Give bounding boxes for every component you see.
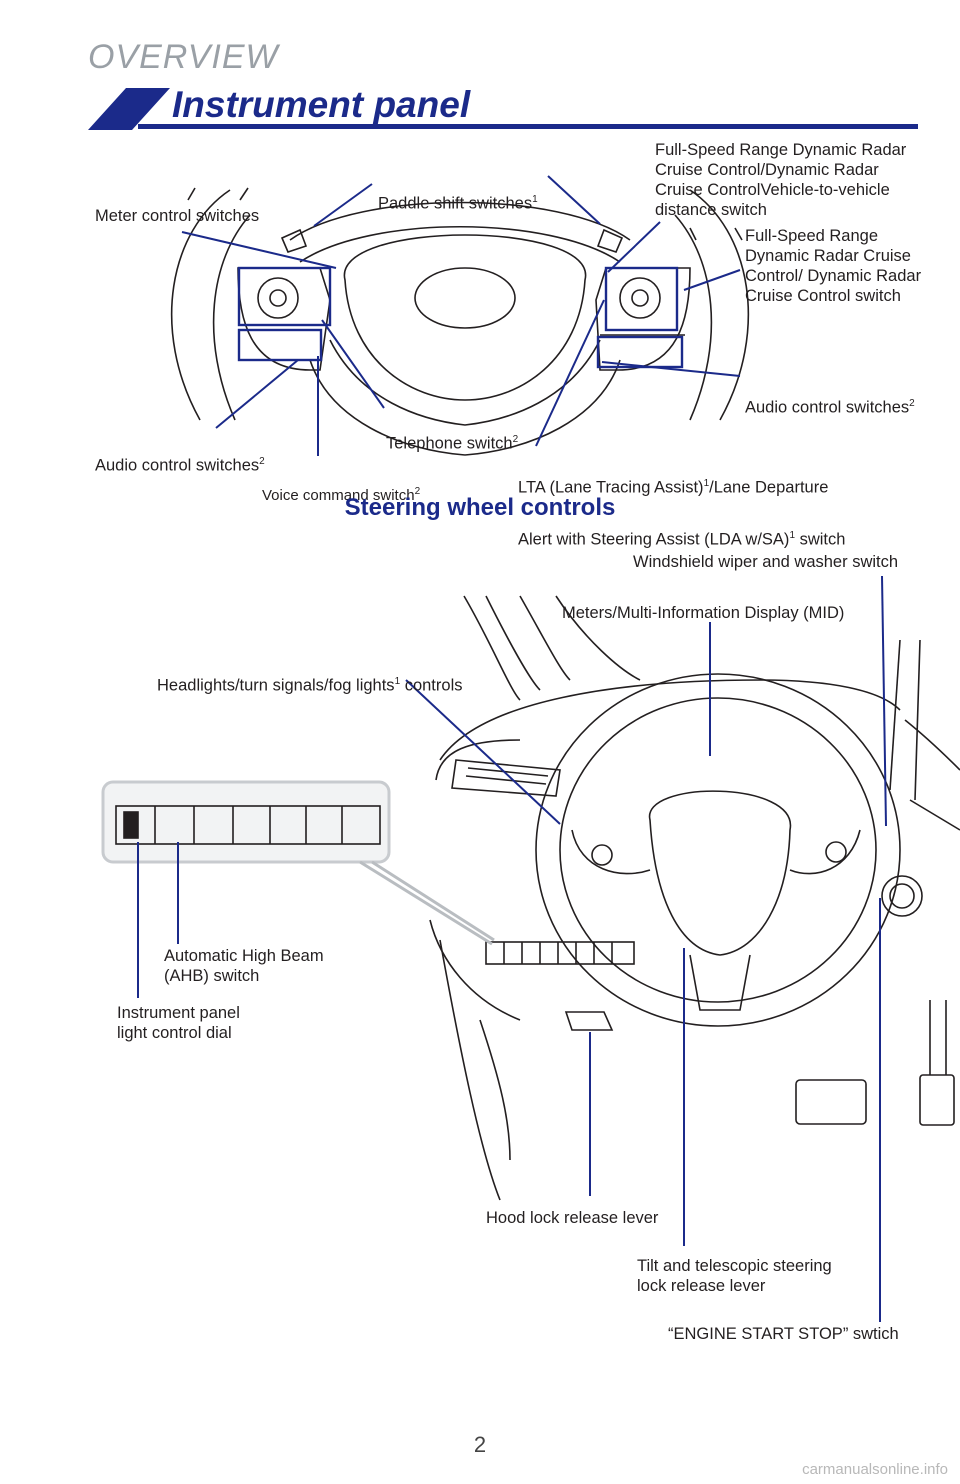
- page-number: 2: [473, 1432, 487, 1457]
- headlights-footnote: 1: [394, 676, 401, 687]
- title-banner: [88, 88, 918, 130]
- audio-right-footnote: 2: [909, 398, 915, 409]
- lta-label: LTA (Lane Tracing Assist)1/Lane Departur…: [518, 448, 845, 551]
- headlights-label: Headlights/turn signals/fog lights1 cont…: [157, 652, 462, 696]
- paddle-footnote: 1: [532, 194, 538, 205]
- radar-distance-label: Full-Speed Range Dynamic Radar Cruise Co…: [655, 141, 907, 219]
- lta-text-a: LTA (Lane Tracing Assist): [518, 478, 704, 497]
- telephone-label: Telephone switch2: [386, 410, 518, 454]
- lta-footnote-b: 1: [789, 529, 795, 541]
- voice-command-footnote: 2: [414, 486, 421, 497]
- headlights-text-b: controls: [400, 676, 463, 695]
- meter-control-label: Meter control switches: [95, 207, 260, 225]
- audio-left-footnote: 2: [259, 456, 265, 467]
- radar-cruise-label: Full-Speed Range Dynamic Radar Cruise Co…: [745, 227, 922, 305]
- audio-right-text: Audio control switches: [745, 398, 910, 417]
- telephone-footnote: 2: [512, 434, 519, 445]
- audio-left-text: Audio control switches: [95, 456, 260, 475]
- wiper-switch-label: Windshield wiper and washer switch: [633, 553, 899, 571]
- lta-text-c: Alert with Steering Assist (LDA w/SA): [518, 530, 790, 548]
- lta-footnote-a: 1: [703, 478, 710, 489]
- lta-text-b: /Lane Departure: [709, 478, 829, 497]
- voice-command-text: Voice command switch: [262, 487, 415, 504]
- paddle-shift-text: Paddle shift switches: [378, 194, 533, 213]
- meters-mid-label: Meters/Multi-Information Display (MID): [562, 604, 845, 622]
- voice-command-label: Voice command switch2: [262, 462, 420, 506]
- watermark: carmanualsonline.info: [802, 1461, 948, 1478]
- panel-light-dial-label: Instrument panel light control dial: [117, 1004, 240, 1042]
- lta-text-d: switch: [795, 530, 846, 548]
- section-heading: OVERVIEW: [88, 38, 279, 76]
- headlights-text-a: Headlights/turn signals/fog lights: [157, 676, 395, 695]
- engine-start-label: “ENGINE START STOP” swtich: [668, 1325, 899, 1343]
- paddle-shift-label: Paddle shift switches1: [378, 170, 538, 214]
- page-title: Instrument panel: [172, 84, 471, 125]
- ahb-switch-label: Automatic High Beam (AHB) switch: [164, 947, 324, 985]
- audio-right-label: Audio control switches2: [745, 374, 915, 418]
- telephone-text: Telephone switch: [386, 434, 513, 453]
- audio-left-label: Audio control switches2: [95, 432, 265, 476]
- steering-subheading: Steering wheel controls: [344, 494, 616, 521]
- tilt-lever-label: Tilt and telescopic steering lock releas…: [637, 1257, 832, 1295]
- hood-release-label: Hood lock release lever: [486, 1209, 659, 1227]
